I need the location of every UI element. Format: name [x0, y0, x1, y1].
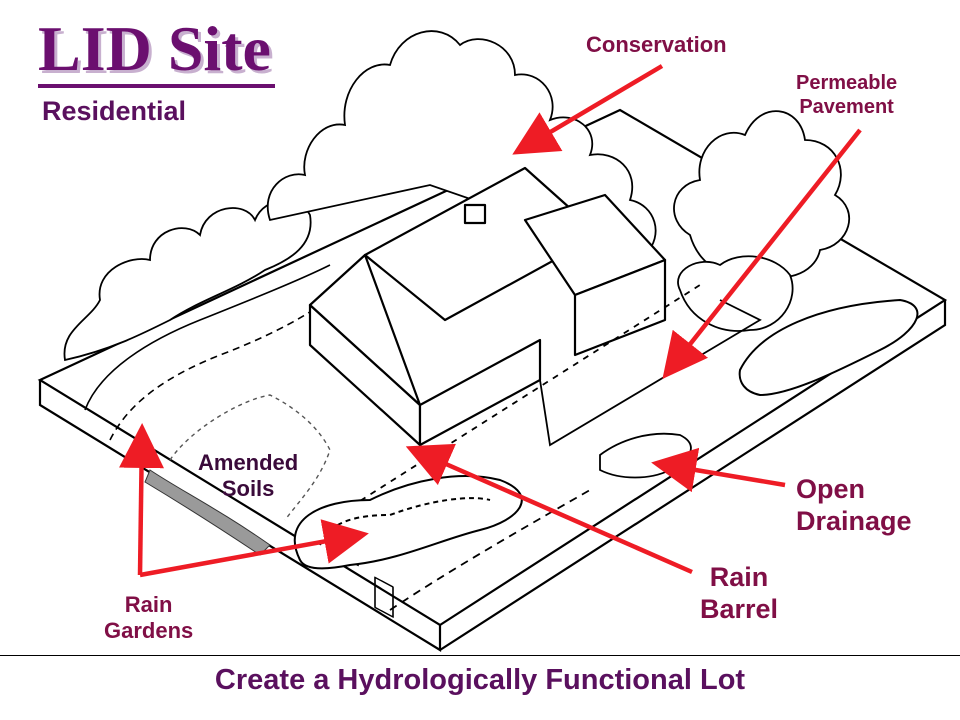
conservation-strip — [84, 264, 331, 441]
rain-garden-right — [738, 298, 919, 397]
garage-wall — [573, 258, 667, 357]
label-open-drainage: Open Drainage — [796, 474, 912, 536]
label-conservation: Conservation — [586, 32, 727, 57]
tree-canopy — [63, 30, 851, 362]
sidewalk — [329, 284, 701, 521]
chimney — [463, 203, 487, 225]
arrow-conservation — [512, 64, 664, 155]
footer-caption: Create a Hydrologically Functional Lot — [214, 664, 746, 696]
house — [308, 166, 667, 618]
lot-right-edge — [439, 300, 947, 651]
rain-garden-front-inner — [319, 497, 491, 546]
driveway — [329, 284, 762, 521]
footer-divider — [0, 655, 960, 656]
label-permeable-pavement: Permeable Pavement — [796, 72, 898, 118]
arrow-rain-barrel — [405, 443, 693, 575]
label-rain-gardens: Rain Gardens — [104, 592, 194, 643]
shrub-cluster — [677, 255, 794, 332]
label-amended-soils: Amended Soils — [198, 450, 299, 501]
left-bushes — [63, 199, 312, 362]
arrow-permeable — [662, 128, 862, 380]
arrow-open-drainage — [651, 447, 786, 493]
page-subtitle: Residential — [42, 96, 187, 126]
house-gable-left — [308, 253, 422, 407]
callout-arrows — [118, 64, 862, 578]
label-rain-barrel: Rain Barrel — [700, 562, 779, 624]
arrow-rain-gardens-front — [139, 519, 369, 578]
arrow-rain-gardens-left — [118, 423, 164, 576]
page-title: LID Site — [38, 14, 275, 88]
